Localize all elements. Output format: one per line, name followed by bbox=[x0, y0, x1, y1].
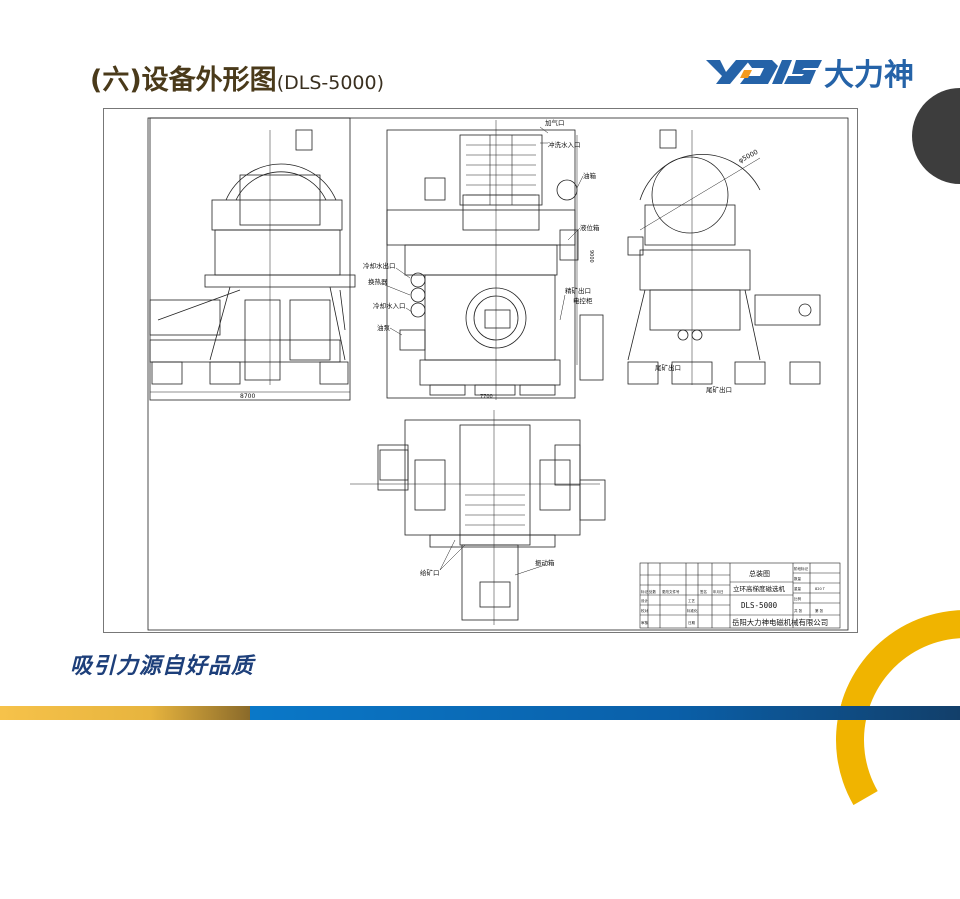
left-view: 8700 bbox=[149, 117, 356, 401]
label-feed-inlet: 给矿口 bbox=[420, 568, 440, 577]
label-heat-exchanger: 换热器 bbox=[368, 277, 388, 286]
drawing-inner-frame bbox=[147, 117, 849, 631]
left-width-dim: 8700 bbox=[240, 393, 255, 400]
tb-stage: 阶段标记 bbox=[794, 566, 808, 571]
label-vibration-box: 振动箱 bbox=[535, 558, 555, 567]
label-cooling-water-inlet: 冷却水入口 bbox=[373, 301, 406, 310]
tb-check: 校对 bbox=[641, 608, 649, 613]
slogan: 吸引力源自好品质 bbox=[70, 653, 255, 679]
front-view: 加气口 冲洗水入口 油箱 液位箱 9000 冷却水出口 换热器 冷却水入口 油泵… bbox=[363, 118, 604, 400]
svg-text:大力神: 大力神 bbox=[824, 58, 914, 90]
tb-review: 审核 bbox=[641, 620, 649, 625]
tb-design: 设计 bbox=[641, 598, 649, 603]
tb-standard: 标准化 bbox=[687, 608, 698, 613]
label-level-box: 液位箱 bbox=[580, 223, 600, 232]
label-concentrate-outlet: 精矿出口 bbox=[565, 286, 591, 295]
footer-bar-gold bbox=[0, 706, 250, 720]
tb-weight: 重量 bbox=[794, 586, 802, 591]
tb-count: 处数 bbox=[649, 589, 657, 594]
company-logo: 大力神 bbox=[706, 58, 914, 90]
footer-bar-blue bbox=[250, 706, 960, 720]
title-model: (DLS-5000) bbox=[276, 72, 384, 94]
tb-scale: 比例 bbox=[794, 596, 802, 601]
tb-date-col: 年月日 bbox=[713, 589, 724, 594]
tb-company: 岳阳大力神电磁机械有限公司 bbox=[732, 618, 828, 627]
label-cooling-water-outlet: 冷却水出口 bbox=[363, 261, 396, 270]
tb-total-sheets: 共 张 bbox=[794, 608, 803, 613]
label-diameter: φ5000 bbox=[737, 148, 759, 165]
slide-title: (六)设备外形图(DLS-5000) bbox=[90, 58, 384, 97]
tb-model: DLS-5000 bbox=[741, 601, 778, 610]
tb-mark: 标记 bbox=[641, 589, 649, 594]
label-flush-water-inlet: 冲洗水入口 bbox=[548, 140, 581, 149]
title-text: (六)设备外形图 bbox=[90, 65, 277, 96]
label-tailings-outlet-2: 尾矿出口 bbox=[706, 385, 732, 394]
label-width-dim: 7700 bbox=[480, 394, 493, 400]
tb-sheet: 第 张 bbox=[815, 608, 824, 613]
tb-drawing-name: 总装图 bbox=[749, 569, 770, 578]
label-tailings-outlet-1: 尾矿出口 bbox=[655, 363, 681, 372]
plan-view: 给矿口 振动箱 bbox=[350, 410, 606, 625]
tb-date: 日期 bbox=[688, 620, 696, 625]
tb-signature: 签名 bbox=[700, 589, 707, 594]
label-control-cabinet: 电控柜 bbox=[573, 296, 593, 305]
label-air-inlet: 加气口 bbox=[545, 118, 565, 127]
right-view: φ5000 尾矿出口 尾矿出口 bbox=[627, 129, 821, 394]
equipment-drawing: 8700 加气口 冲洗水入口 油箱 液位箱 bbox=[147, 117, 849, 631]
title-block: 标记 处数 更改文件号 签名 年月日 设计 校对 审核 工艺 标准化 日期 阶段… bbox=[639, 562, 841, 629]
tb-quantity: 数量 bbox=[794, 576, 802, 581]
tb-process: 工艺 bbox=[688, 598, 696, 603]
tb-weight-value: 820 T bbox=[815, 587, 826, 591]
label-height-dim: 9000 bbox=[588, 250, 594, 263]
tb-change-doc: 更改文件号 bbox=[662, 589, 680, 594]
tb-machine-name: 立环高梯度磁选机 bbox=[733, 584, 786, 593]
drawing-outer-frame bbox=[103, 108, 858, 633]
label-oil-pump: 油泵 bbox=[377, 323, 391, 332]
label-oil-tank: 油箱 bbox=[583, 171, 597, 180]
